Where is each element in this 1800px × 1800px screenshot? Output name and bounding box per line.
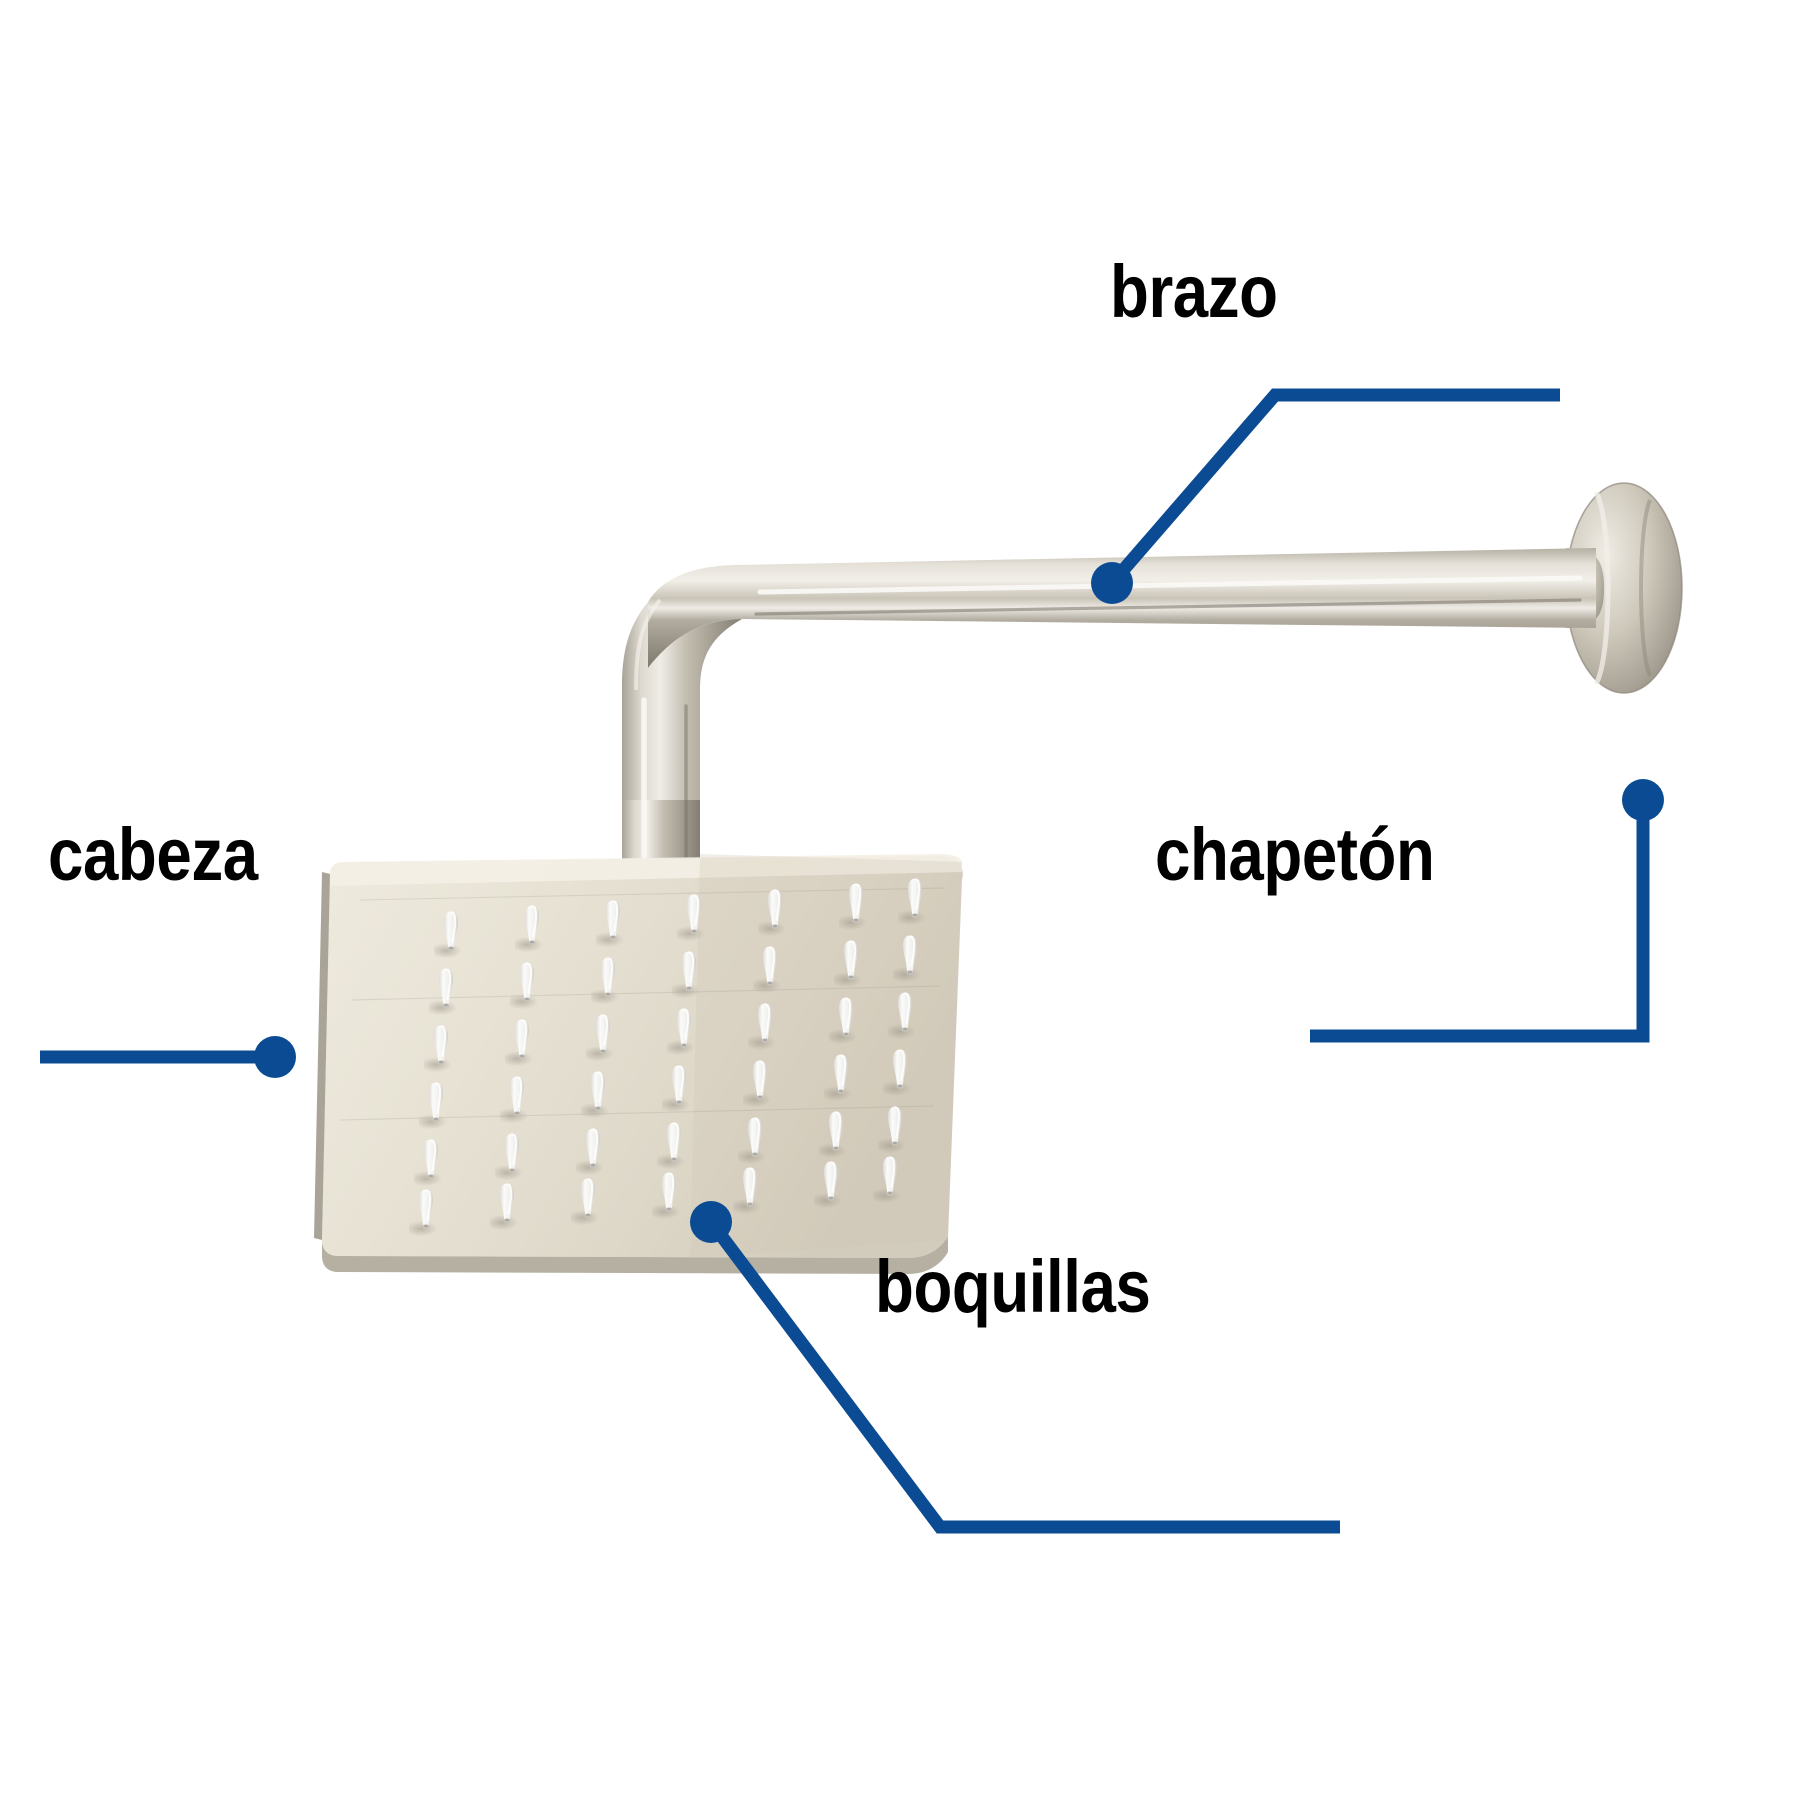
- callout-label-boquillas: boquillas: [875, 1245, 1151, 1328]
- part-cabeza: [314, 854, 963, 1274]
- part-brazo: [622, 548, 1596, 860]
- callout-label-chapeton: chapetón: [1155, 813, 1435, 896]
- callout-label-cabeza: cabeza: [48, 813, 258, 896]
- callout-label-brazo: brazo: [1110, 250, 1278, 333]
